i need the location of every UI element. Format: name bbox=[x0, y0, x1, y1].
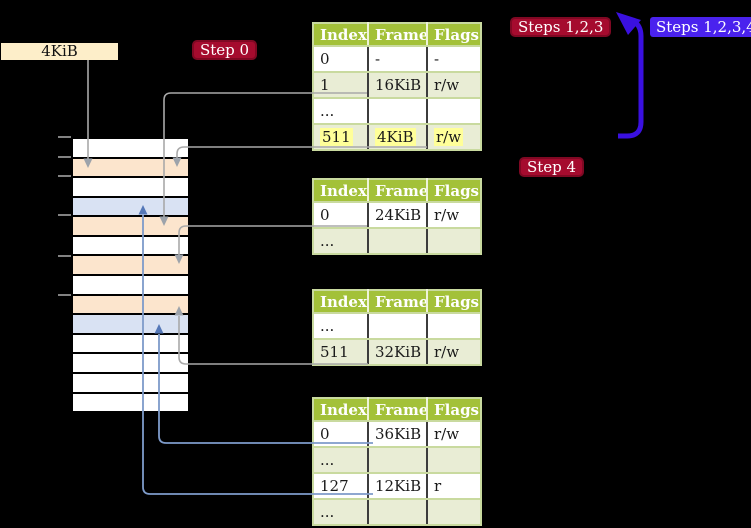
table-cell: r/w bbox=[427, 421, 481, 448]
steps-1-2-3-4-badge: Steps 1,2,3,4 bbox=[650, 17, 751, 37]
table-cell bbox=[368, 447, 428, 474]
memory-frame-row bbox=[73, 254, 188, 275]
column-header: Index bbox=[313, 290, 369, 314]
frame-size-label: 4KiB bbox=[1, 43, 118, 60]
table-cell: r/w bbox=[427, 202, 481, 229]
memory-frame-row bbox=[73, 234, 188, 255]
column-header: Flags bbox=[427, 23, 481, 47]
table-row: ... bbox=[313, 447, 481, 474]
table-row: ... bbox=[313, 313, 481, 340]
table-cell: 511 bbox=[313, 339, 369, 366]
memory-frame-row bbox=[73, 352, 188, 372]
table-cell bbox=[368, 499, 428, 526]
table-cell: r/w bbox=[427, 72, 481, 99]
memory-address-ticks bbox=[58, 136, 72, 416]
memory-frame-row bbox=[73, 371, 188, 392]
memory-frame-row bbox=[73, 156, 188, 177]
memory-frame-row bbox=[73, 391, 188, 412]
column-header: Frame bbox=[368, 23, 428, 47]
table-cell: 12KiB bbox=[368, 473, 428, 500]
table-cell: r bbox=[427, 473, 481, 500]
column-header: Index bbox=[313, 398, 369, 422]
column-header: Flags bbox=[427, 179, 481, 203]
table-cell bbox=[427, 447, 481, 474]
table-cell: 511 bbox=[313, 124, 369, 151]
table-row: ... bbox=[313, 499, 481, 526]
table-cell: 36KiB bbox=[368, 421, 428, 448]
table-cell: 24KiB bbox=[368, 202, 428, 229]
table-row: ... bbox=[313, 98, 481, 125]
table-cell: - bbox=[427, 46, 481, 73]
table-cell: ... bbox=[313, 98, 369, 125]
table-cell: 16KiB bbox=[368, 72, 428, 99]
table-cell bbox=[368, 313, 428, 340]
column-header: Flags bbox=[427, 290, 481, 314]
memory-frame-row bbox=[73, 195, 188, 216]
column-header: Flags bbox=[427, 398, 481, 422]
memory-frame-row bbox=[73, 274, 188, 294]
step-4-badge: Step 4 bbox=[519, 157, 585, 177]
table-cell bbox=[427, 98, 481, 125]
physical-memory-column bbox=[71, 137, 190, 413]
memory-frame-row bbox=[73, 215, 188, 235]
column-header: Frame bbox=[368, 290, 428, 314]
table-cell: - bbox=[368, 46, 428, 73]
column-header: Frame bbox=[368, 179, 428, 203]
table-cell: ... bbox=[313, 447, 369, 474]
table-cell: ... bbox=[313, 313, 369, 340]
steps-arrow bbox=[616, 12, 644, 139]
memory-frame-row bbox=[73, 313, 188, 333]
column-header: Index bbox=[313, 179, 369, 203]
memory-tick bbox=[58, 175, 71, 177]
memory-frame-row bbox=[73, 332, 188, 353]
column-header: Frame bbox=[368, 398, 428, 422]
step-0-badge: Step 0 bbox=[192, 40, 258, 60]
column-header: Index bbox=[313, 23, 369, 47]
table-row: 0-- bbox=[313, 46, 481, 73]
table-cell bbox=[427, 499, 481, 526]
table-cell: 32KiB bbox=[368, 339, 428, 366]
table-row: ... bbox=[313, 228, 481, 255]
table-cell: 0 bbox=[313, 421, 369, 448]
memory-frame-row bbox=[73, 176, 188, 196]
memory-tick bbox=[58, 156, 71, 158]
memory-tick bbox=[58, 136, 71, 138]
table-cell: 0 bbox=[313, 46, 369, 73]
table-cell bbox=[427, 228, 481, 255]
table-cell: 127 bbox=[313, 473, 369, 500]
table-cell: 1 bbox=[313, 72, 369, 99]
table-cell: r/w bbox=[427, 339, 481, 366]
memory-frame-row bbox=[73, 293, 188, 314]
table-cell bbox=[368, 228, 428, 255]
table-cell: ... bbox=[313, 228, 369, 255]
memory-frame-row bbox=[73, 139, 188, 157]
table-cell: r/w bbox=[427, 124, 481, 151]
memory-tick bbox=[58, 294, 71, 296]
memory-tick bbox=[58, 214, 71, 216]
table-cell bbox=[368, 98, 428, 125]
memory-tick bbox=[58, 255, 71, 257]
steps-1-2-3-badge: Steps 1,2,3 bbox=[510, 17, 612, 37]
table-cell: 0 bbox=[313, 202, 369, 229]
table-cell: ... bbox=[313, 499, 369, 526]
table-cell bbox=[427, 313, 481, 340]
table-cell: 4KiB bbox=[368, 124, 428, 151]
